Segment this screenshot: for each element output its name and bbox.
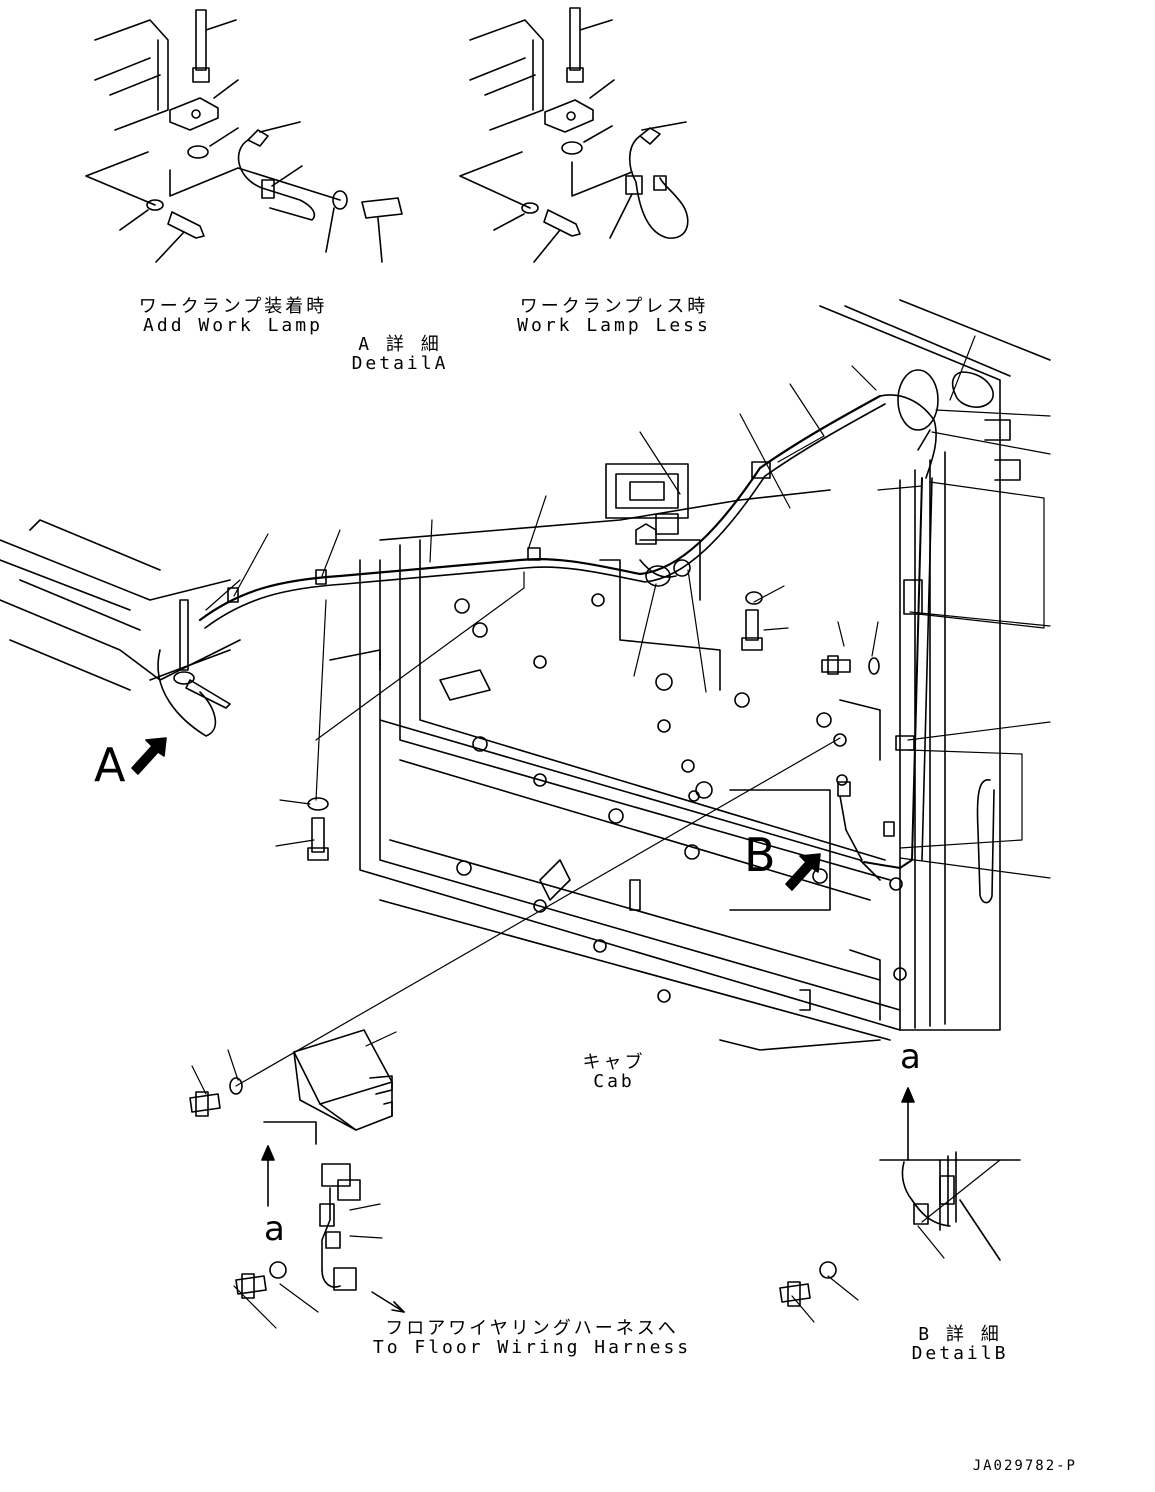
reference-a-upper: a: [900, 1037, 921, 1077]
label-cab-en: Cab: [593, 1070, 635, 1092]
label-detail-b-jp: B 詳 細: [918, 1324, 1002, 1345]
reference-a-lower: a: [264, 1209, 285, 1249]
label-detail-a-jp: A 詳 細: [358, 334, 442, 355]
label-add-work-lamp-en: Add Work Lamp: [143, 314, 323, 336]
label-detail-a: A 詳 細 DetailA: [344, 334, 456, 374]
view-arrows: [131, 737, 821, 891]
label-detail-b: B 詳 細 DetailB: [904, 1324, 1016, 1364]
view-a-arrow-icon: [131, 737, 167, 775]
view-a-marker: A: [94, 738, 126, 792]
drawing-number: JA029782-P: [972, 1458, 1077, 1474]
cab-fasteners: [307, 591, 880, 861]
cab-panel-bosses: [454, 593, 907, 1003]
detail-b: [779, 1087, 1021, 1307]
cab-structure: [0, 299, 1051, 1051]
label-work-lamp-less-jp: ワークランプレス時: [519, 296, 709, 317]
label-work-lamp-less: ワークランプレス時 Work Lamp Less: [496, 296, 732, 336]
label-floor-wiring-harness: フロアワイヤリングハーネスへ To Floor Wiring Harness: [352, 1318, 712, 1358]
label-cab: キャブ Cab: [566, 1052, 662, 1092]
label-detail-a-en: DetailA: [351, 352, 449, 374]
leader-lines: [147, 335, 1051, 1329]
label-add-work-lamp: ワークランプ装着時 Add Work Lamp: [118, 296, 348, 336]
label-cab-jp: キャブ: [582, 1052, 646, 1073]
detail-a-work-lamp-less: [459, 7, 689, 263]
label-add-work-lamp-jp: ワークランプ装着時: [138, 296, 328, 317]
label-detail-b-en: DetailB: [911, 1342, 1009, 1364]
label-floor-harness-en: To Floor Wiring Harness: [372, 1336, 692, 1358]
detail-a-add-work-lamp: [85, 9, 403, 263]
view-b-marker: B: [744, 828, 776, 882]
label-floor-harness-jp: フロアワイヤリングハーネスへ: [385, 1318, 679, 1339]
view-b-arrow-icon: [785, 853, 821, 891]
label-work-lamp-less-en: Work Lamp Less: [517, 314, 711, 336]
cab-wiring-harness: [149, 369, 939, 869]
controller-assembly: [189, 1029, 405, 1313]
